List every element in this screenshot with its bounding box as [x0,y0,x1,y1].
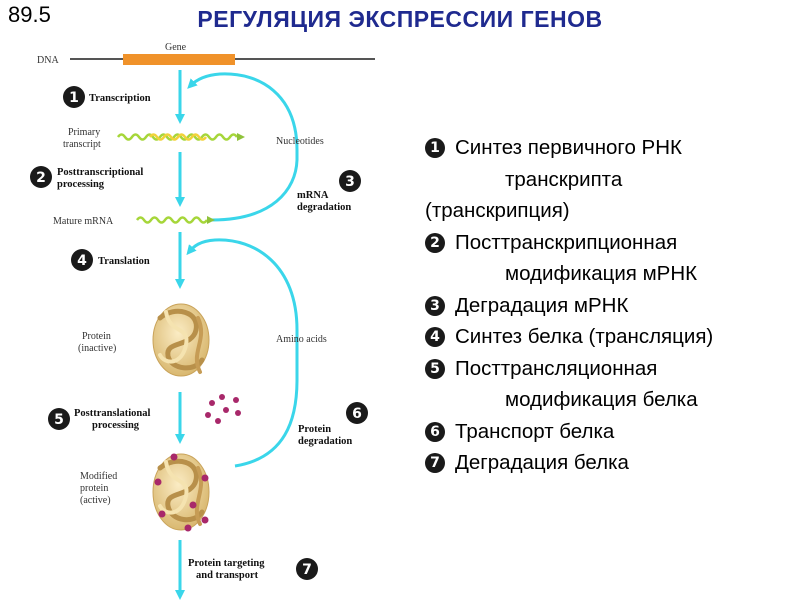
mature-mrna-label: Mature mRNA [53,216,114,227]
legend-text-1c: (транскрипция) [425,199,570,222]
step-1-badge: 1 [63,86,85,108]
svg-text:5: 5 [54,412,64,428]
legend-badge-6: 6 [425,421,445,442]
amino-acids-label: Amino acids [276,334,327,345]
svg-text:7: 7 [302,562,312,578]
legend-item-6: 6 Транспорт белка [425,416,795,448]
legend-item-1: 1 Синтез первичного РНК [425,132,795,164]
legend-badge-3: 3 [425,295,445,316]
legend-text-1a: Синтез первичного РНК [455,136,682,159]
legend-item-2-cont: модификация мРНК [425,258,795,290]
step-6-label-2: degradation [298,436,352,447]
legend-item-1-cont2: (транскрипция) [425,195,795,227]
svg-text:6: 6 [352,406,362,422]
step-7-badge: 7 [296,558,318,580]
legend-text-5b: модификация белка [505,388,698,411]
legend-item-1-cont: транскрипта [425,164,795,196]
legend-text-2a: Посттранскрипционная [455,230,678,254]
legend-text-2b: модификация мРНК [505,262,698,285]
step-7-label-2: and transport [196,570,259,581]
step-4-label: Translation [98,256,150,267]
legend-text-7: Деградация белка [455,451,629,474]
step-2-label-1: Posttranscriptional [57,167,143,178]
page-title: РЕГУЛЯЦИЯ ЭКСПРЕССИИ ГЕНОВ [197,6,603,32]
primary-transcript-wave [116,133,239,141]
modified-protein-label-2: protein [80,483,108,494]
svg-text:2: 2 [36,170,46,186]
step-3-label-1: mRNA [297,190,329,201]
primary-transcript-label-2: transcript [63,139,101,150]
primary-transcript-intron [148,133,208,141]
step-3-label-2: degradation [297,202,351,213]
step-5-label-2: processing [92,420,140,431]
step-2-badge: 2 [30,166,52,188]
legend-badge-7: 7 [425,453,445,473]
svg-text:3: 3 [345,174,355,190]
dna-label: DNA [37,55,59,66]
legend-text-4: Синтез белка (трансляция) [455,325,714,348]
step-2-label-2: processing [57,179,105,190]
step-5-label-1: Posttranslational [74,408,151,419]
legend-text-5a: Посттрансляционная [455,356,658,380]
gene-bar [123,54,235,65]
modified-protein-label-1: Modified [80,471,117,482]
svg-text:4: 4 [77,253,87,269]
mature-mrna-wave [135,216,209,224]
legend-item-4: 4 Синтез белка (трансляция) [425,321,795,353]
legend-badge-1: 1 [425,138,445,158]
step-1-label: Transcription [89,93,151,104]
step-6-label-1: Protein [298,424,331,435]
legend-text-1b: транскрипта [505,167,623,191]
legend-item-7: 7 Деградация белка [425,447,795,479]
legend-list: 1 Синтез первичного РНК транскрипта (тран… [425,132,795,479]
protein-active-icon [152,453,210,532]
protein-inactive-icon [152,303,210,377]
protein-inactive-label-2: (inactive) [78,343,116,354]
step-3-badge: 3 [339,170,361,192]
step-5-badge: 5 [48,408,70,430]
legend-item-2: 2 Посттранскрипционная [425,227,795,259]
legend-text-6: Транспорт белка [455,419,615,443]
legend-badge-2: 2 [425,232,445,253]
legend-item-5-cont: модификация белка [425,384,795,416]
step-4-badge: 4 [71,249,93,271]
loop-mrna-degradation [187,72,299,222]
legend-text-3: Деградация мРНК [455,293,629,317]
step-6-badge: 6 [346,402,368,424]
primary-transcript-label-1: Primary [68,127,100,138]
amino-acid-dots [205,394,241,424]
modified-protein-label-3: (active) [80,495,111,506]
protein-inactive-label-1: Protein [82,331,111,342]
legend-badge-4: 4 [425,327,445,347]
legend-badge-5: 5 [425,358,445,379]
slide-number: 89.5 [8,2,51,27]
step-7-label-1: Protein targeting [188,558,265,569]
gene-label: Gene [165,42,187,53]
legend-item-3: 3 Деградация мРНК [425,290,795,322]
svg-text:1: 1 [69,90,79,106]
nucleotides-label: Nucleotides [276,136,324,147]
legend-item-5: 5 Посттрансляционная [425,353,795,385]
loop-protein-degradation [186,238,299,468]
